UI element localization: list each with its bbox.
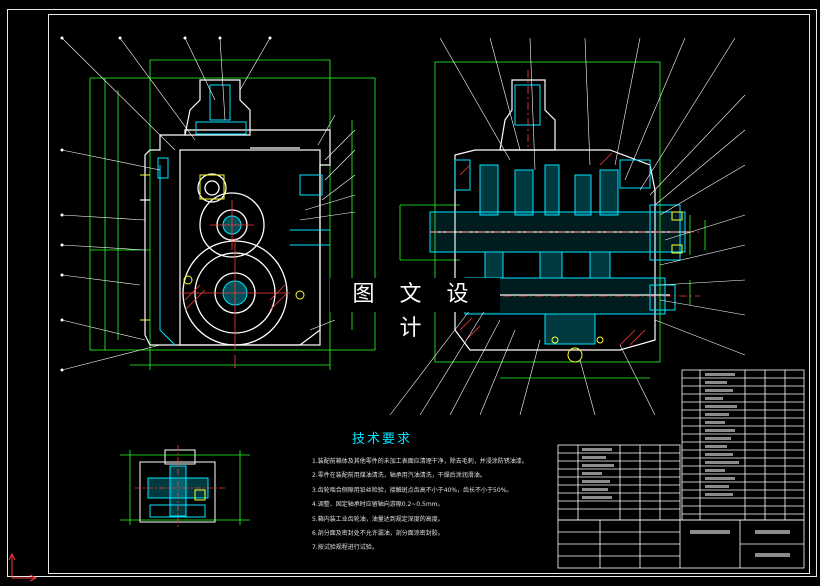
tech-requirement-item: 6.剖分面及密封处不允许漏油，剖分面涂密封胶。 bbox=[312, 530, 444, 538]
ucs-icon bbox=[8, 552, 38, 582]
inner-border bbox=[48, 14, 810, 574]
outer-border bbox=[7, 9, 817, 577]
tech-requirement-item: 5.箱内装工业齿轮油，油量达到规定深度的高度。 bbox=[312, 515, 444, 523]
parts-table-marks bbox=[582, 373, 790, 557]
tech-requirement-item: 4.调整、固定轴承时应留轴向游隙0.2~0.5mm。 bbox=[312, 501, 444, 509]
right-view bbox=[389, 37, 746, 416]
tech-requirement-item: 2.零件在装配前用煤油清洗，轴承用汽油清洗，干燥后涂润滑油。 bbox=[312, 472, 486, 480]
tech-requirements-title: 技术要求 bbox=[352, 432, 413, 447]
tech-requirement-item: 7.按试验规程进行试验。 bbox=[312, 544, 378, 552]
detail-view bbox=[120, 445, 250, 528]
watermark: 图 文 设 计 bbox=[330, 278, 500, 341]
tech-requirements-list: 1.装配前箱体及其他零件的未加工表面应清理干净，除去毛刺，并浸涂防锈油漆。 2.… bbox=[312, 455, 528, 556]
tech-requirement-item: 1.装配前箱体及其他零件的未加工表面应清理干净，除去毛刺，并浸涂防锈油漆。 bbox=[312, 458, 528, 465]
left-view bbox=[60, 36, 376, 372]
parts-table bbox=[557, 369, 805, 569]
tech-requirement-item: 3.齿轮啮合侧隙用铅丝检验，接触斑点齿高不小于40%，齿长不小于50%。 bbox=[312, 486, 513, 494]
